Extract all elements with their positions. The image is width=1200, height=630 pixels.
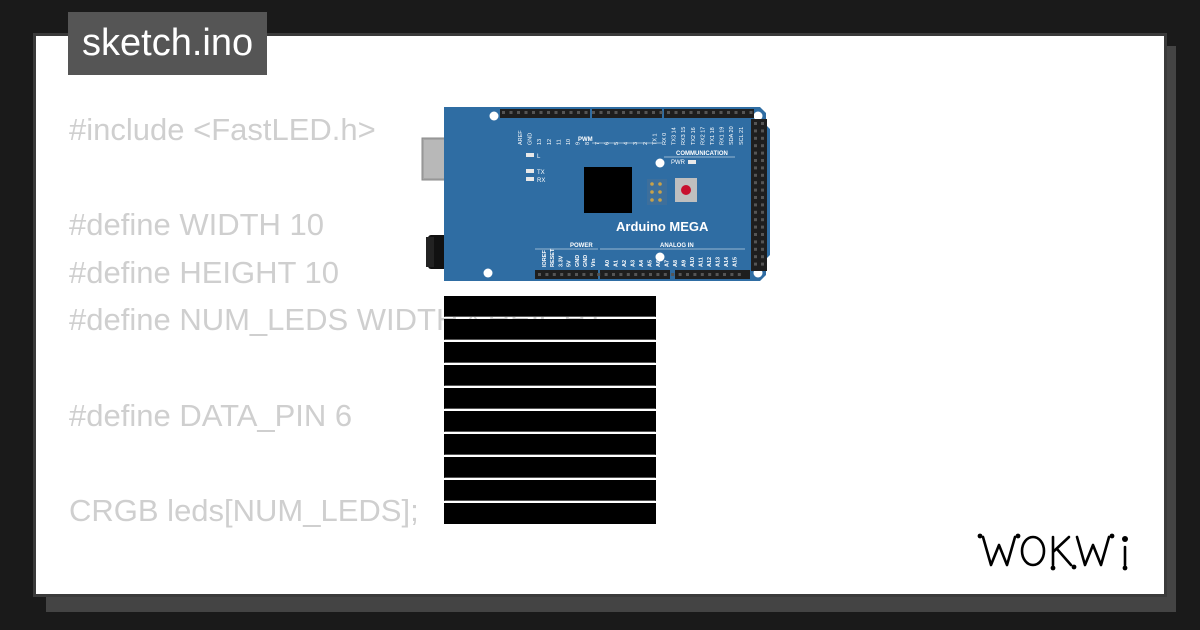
top-pin-label: 10	[566, 139, 572, 145]
analog-pin-label: A6	[656, 260, 662, 267]
top-headers	[500, 109, 754, 118]
analog-pin-label: A10	[690, 257, 696, 267]
analog-pin-label: A11	[699, 257, 705, 267]
analog-pin-label: A14	[724, 256, 730, 267]
led-rx-label: RX	[537, 178, 545, 184]
analog-pin-label: A13	[716, 257, 722, 267]
analog-pin-label: A2	[622, 260, 628, 267]
led-matrix-row	[444, 319, 656, 340]
analog-pin-label: A9	[682, 260, 688, 267]
pwr-label: PWR	[671, 160, 686, 166]
top-pin-label: 7	[595, 142, 601, 145]
top-pin-label: 6	[604, 142, 610, 145]
led-matrix-row	[444, 388, 656, 409]
top-pin-label: TX2 16	[691, 127, 697, 145]
led-matrix-row	[444, 365, 656, 386]
top-pin-label: 5	[614, 142, 620, 145]
power-pin-label: RESET	[550, 248, 556, 267]
analog-in-label: ANALOG IN	[660, 243, 694, 249]
led-matrix-row	[444, 503, 656, 524]
power-pin-label: Vin	[591, 258, 597, 267]
top-pin-label: SCL 21	[739, 127, 745, 145]
led-tx-label: TX	[537, 170, 545, 176]
code-line: #define HEIGHT 10	[69, 254, 339, 290]
code-background: #include <FastLED.h> #define WIDTH 10 #def…	[69, 106, 605, 594]
power-pin-label: 5V	[567, 260, 573, 267]
top-pin-label: SDA 20	[729, 126, 735, 145]
top-pin-label: GND	[528, 133, 534, 145]
analog-pin-label: A8	[673, 260, 679, 267]
top-pin-label: 4	[624, 142, 630, 145]
top-pin-label: 13	[537, 139, 543, 145]
led-matrix-row	[444, 342, 656, 363]
power-pin-label: GND	[575, 255, 581, 267]
top-pin-label: 12	[547, 139, 553, 145]
power-pin-label: IOREF	[542, 250, 548, 267]
top-pin-label: TX3 14	[672, 127, 678, 145]
analog-pin-label: A0	[605, 260, 611, 267]
analog-pin-label: A5	[648, 260, 654, 267]
analog-pin-label: A3	[631, 260, 637, 267]
code-line: #define DATA_PIN 6	[69, 397, 353, 433]
top-pin-label: TX 1	[652, 133, 658, 145]
top-pin-label: AREF	[518, 130, 524, 145]
right-header	[751, 119, 767, 271]
wokwi-logo	[977, 533, 1128, 571]
microcontroller-chip	[584, 167, 632, 213]
code-line: #define WIDTH 10	[69, 207, 324, 243]
top-pin-label: 9	[576, 142, 582, 145]
analog-pin-label: A4	[639, 259, 645, 267]
top-pin-label: 11	[556, 139, 562, 145]
power-pin-label: 3.3V	[558, 255, 564, 267]
code-line	[69, 534, 605, 582]
led-l-label: L	[537, 154, 541, 160]
code-line: CRGB leds[NUM_LEDS];	[69, 492, 419, 528]
led-matrix-row	[444, 296, 656, 317]
top-pin-label: RX2 17	[700, 127, 706, 145]
led-matrix-row	[444, 457, 656, 478]
led-matrix-row	[444, 434, 656, 455]
code-line: #include <FastLED.h>	[69, 112, 376, 147]
analog-pin-label: A7	[665, 260, 671, 267]
top-pin-label: RX1 19	[720, 127, 726, 145]
led-matrix-row	[444, 411, 656, 432]
analog-pin-label: A15	[733, 257, 739, 267]
power-label: POWER	[570, 243, 593, 249]
bottom-headers	[535, 270, 750, 279]
analog-pin-label: A12	[707, 257, 713, 267]
top-pin-label: 8	[585, 142, 591, 145]
sketch-filename: sketch.ino	[68, 12, 268, 75]
top-pin-label: TX1 18	[710, 127, 716, 145]
power-pin-label: GND	[583, 255, 589, 267]
pwm-label: PWM	[578, 137, 593, 143]
board-name: Arduino MEGA	[616, 219, 709, 234]
top-pin-label: RX 0	[662, 133, 668, 145]
led-matrix	[444, 296, 656, 524]
led-matrix-row	[444, 480, 656, 501]
top-pin-label: 3	[633, 142, 639, 145]
communication-label: COMMUNICATION	[676, 151, 728, 157]
code-line: // Effects	[69, 582, 605, 594]
top-pin-label: RX3 15	[681, 127, 687, 145]
top-pin-label: 2	[643, 142, 649, 145]
analog-pin-label: A1	[614, 260, 620, 267]
